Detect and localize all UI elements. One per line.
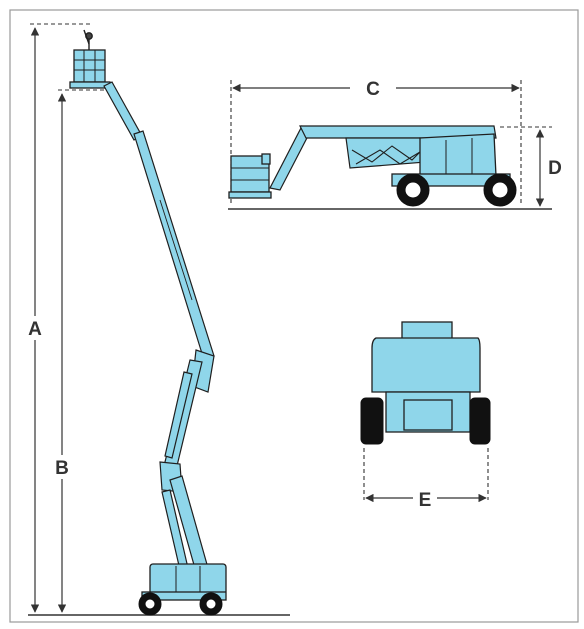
front-view: E (360, 321, 491, 511)
front-view-wheel-right (469, 397, 491, 445)
main-boom-stowed (299, 125, 497, 139)
main-boom (133, 130, 215, 361)
dimension-a-label-bg (24, 316, 46, 340)
wheels-stowed (396, 173, 517, 207)
dimension-a-label: A (28, 319, 42, 340)
jib-arm (103, 81, 143, 141)
diagram-frame (9, 9, 579, 623)
dimension-b-label: B (55, 458, 69, 479)
dimension-e-label: E (419, 490, 432, 511)
stowed-side-view: C D (228, 79, 562, 210)
front-view-wheel-left (360, 397, 384, 445)
dimension-d-label: D (548, 158, 562, 179)
work-platform-extended (69, 49, 111, 89)
dimension-b-label-bg (51, 455, 73, 479)
front-view-turntable (371, 337, 481, 393)
front-view-cap (401, 321, 453, 341)
upper-riser-link (164, 371, 193, 459)
dimension-c-label: C (366, 79, 380, 100)
wheels-extended (138, 592, 223, 616)
work-platform-stowed (228, 153, 272, 199)
jib-arm-stowed (269, 125, 311, 191)
extended-lift-view: A B (24, 23, 290, 616)
